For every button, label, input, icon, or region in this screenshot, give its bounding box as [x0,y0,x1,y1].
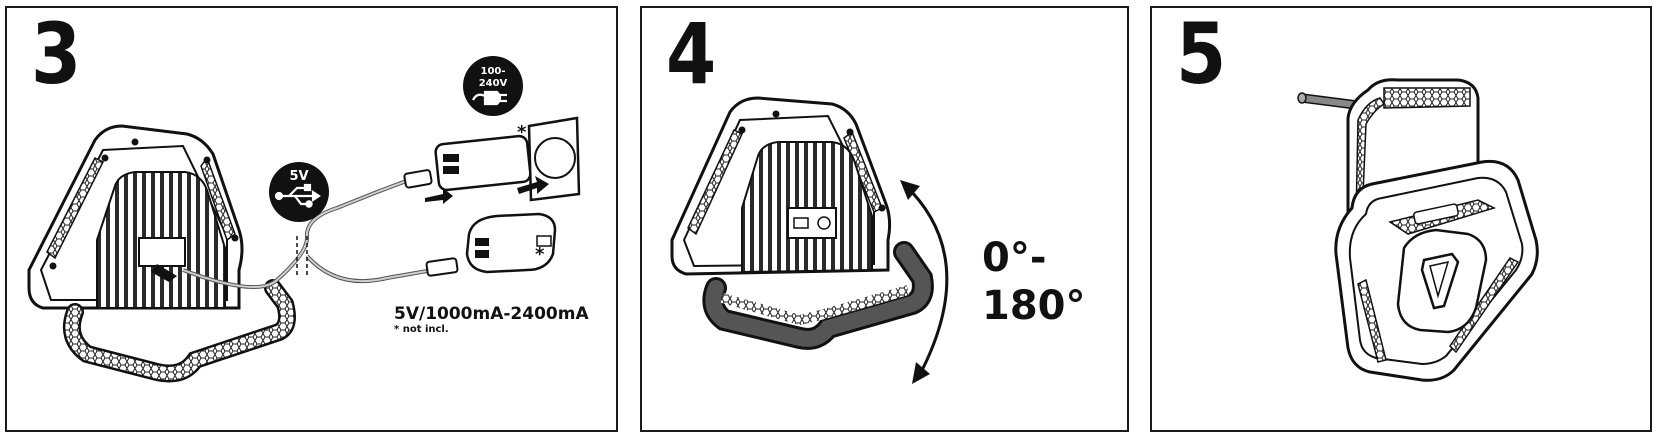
step-4-panel: 4 [640,6,1129,432]
usb-badge: 5V [269,162,329,222]
mains-voltage-line1: 100- [480,66,505,77]
rotation-arrow-icon [900,180,949,384]
light-unit-icon [27,124,296,383]
usb-voltage-label: 5V [289,169,308,184]
light-unit-icon [670,96,934,350]
angle-line2: 180° [982,283,1086,329]
usb-plug [403,169,459,277]
charging-illustration: * * 5V 100- 240V [27,56,581,383]
step-number: 5 [1176,6,1226,103]
mains-voltage-line2: 240V [479,78,508,89]
wall-adapter [425,116,581,204]
not-included-note: * not incl. [394,324,449,335]
rotation-illustration [670,96,949,384]
asterisk-adapter: * [517,122,527,143]
charger-spec: 5V/1000mA-2400mA [394,304,589,324]
step-5-panel: 5 [1150,6,1652,432]
step-number: 4 [666,6,716,103]
asterisk-car: * [535,244,545,265]
usb-icon [274,183,321,208]
mains-badge: 100- 240V [463,56,523,116]
hanging-illustration [1297,78,1539,382]
car-adapter [465,212,557,274]
plug-icon [472,90,507,106]
step-3-panel: 3 [5,6,618,432]
step-number: 3 [31,6,81,103]
light-unit-icon [1334,159,1539,382]
angle-line1: 0°- [982,235,1047,281]
